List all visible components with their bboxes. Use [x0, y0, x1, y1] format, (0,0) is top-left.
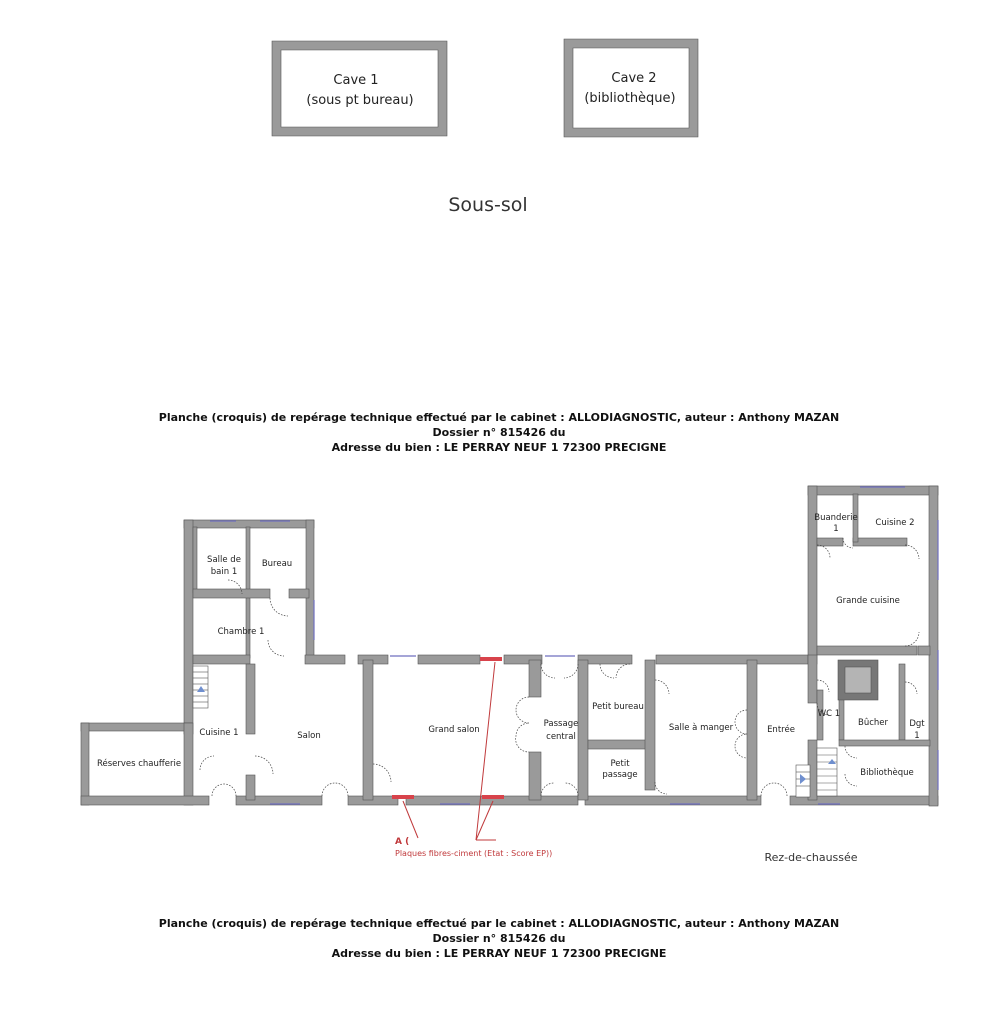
- room-cuisine-2-label: Cuisine 2: [875, 518, 914, 528]
- header-dossier: Dossier n° 815426 du: [432, 426, 566, 439]
- room-petit-passage-label: Petit: [610, 759, 630, 769]
- red-marker-2: [482, 795, 504, 799]
- stairs-left: [192, 665, 209, 709]
- room-petit-passage-sublabel: passage: [602, 770, 637, 780]
- room-passage-central-label: Passage: [544, 719, 579, 729]
- room-reserves-label: Réserves chaufferie: [97, 758, 181, 769]
- annotation-marker: A (: [395, 837, 409, 847]
- room-salon-label: Salon: [297, 731, 321, 741]
- room-dgt-label: Dgt: [909, 719, 925, 729]
- room-salle-de-bain-sublabel: bain 1: [211, 567, 237, 577]
- cave-1-sublabel: (sous pt bureau): [306, 93, 413, 108]
- red-marker-1: [392, 795, 414, 799]
- room-chambre-label: Chambre 1: [218, 627, 265, 637]
- plan-header-bottom: Planche (croquis) de repérage technique …: [0, 916, 998, 961]
- red-marker-3: [480, 657, 502, 661]
- ground-floor-walls: [80, 485, 939, 807]
- room-bucher-label: Bûcher: [858, 718, 889, 728]
- cave-2-label: Cave 2: [611, 71, 656, 86]
- room-cuisine-1-label: Cuisine 1: [199, 728, 238, 738]
- room-grand-salon-label: Grand salon: [428, 725, 479, 735]
- cave-2-room: Cave 2 (bibliothèque): [563, 38, 699, 138]
- room-buanderie-label: Buanderie: [814, 513, 858, 523]
- annotation-text: Plaques fibres-ciment (Etat : Score EP)): [395, 849, 552, 858]
- header-title: Planche (croquis) de repérage technique …: [158, 917, 840, 930]
- room-grande-cuisine-label: Grande cuisine: [836, 596, 900, 606]
- header-address: Adresse du bien : LE PERRAY NEUF 1 72300…: [331, 441, 667, 454]
- basement-plan: Cave 1 (sous pt bureau) Cave 2 (biblioth…: [271, 38, 699, 216]
- room-salle-a-manger-label: Salle à manger: [669, 723, 734, 733]
- cave-2-sublabel: (bibliothèque): [584, 91, 675, 106]
- room-passage-central-sublabel: central: [546, 732, 576, 742]
- stairs-right: [795, 747, 838, 798]
- room-bureau-label: Bureau: [262, 559, 292, 569]
- header-title: Planche (croquis) de repérage technique …: [158, 411, 840, 424]
- room-petit-bureau-label: Petit bureau: [592, 702, 644, 712]
- cave-1-label: Cave 1: [333, 73, 378, 88]
- windows: [210, 486, 939, 805]
- room-labels: Salle de bain 1 Bureau Chambre 1 Cuisine…: [97, 513, 925, 780]
- cave-1-room: Cave 1 (sous pt bureau): [271, 40, 448, 137]
- room-dgt-sublabel: 1: [914, 731, 919, 741]
- room-wc-label: WC 1: [818, 709, 840, 719]
- door-swings: [199, 537, 920, 797]
- header-dossier: Dossier n° 815426 du: [432, 932, 566, 945]
- asbestos-annotation: A ( Plaques fibres-ciment (Etat : Score …: [392, 657, 552, 858]
- header-address: Adresse du bien : LE PERRAY NEUF 1 72300…: [331, 947, 667, 960]
- ground-floor-level-label: Rez-de-chaussée: [764, 851, 857, 864]
- plan-header-top: Planche (croquis) de repérage technique …: [0, 410, 998, 455]
- basement-level-label: Sous-sol: [448, 194, 527, 216]
- room-entree-label: Entrée: [767, 724, 795, 735]
- room-salle-de-bain-label: Salle de: [207, 555, 241, 565]
- room-buanderie-sublabel: 1: [833, 524, 838, 534]
- room-bibliotheque-label: Bibliothèque: [860, 767, 913, 778]
